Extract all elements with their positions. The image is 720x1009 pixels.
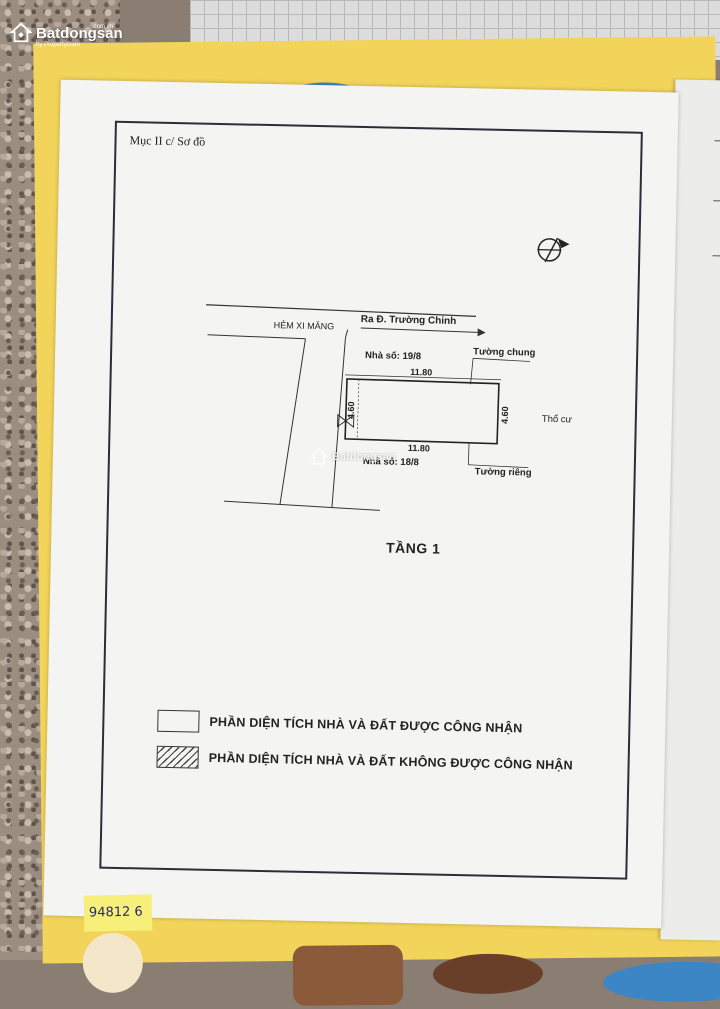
neighbor-label: Thổ cư xyxy=(542,414,573,426)
floor-title: TẦNG 1 xyxy=(385,539,441,557)
cartoon-decoration xyxy=(432,953,544,995)
legend-swatch-hatched xyxy=(156,745,199,769)
dimension-left: 4.60 xyxy=(346,401,357,419)
cartoon-decoration xyxy=(602,961,720,1003)
dimension-bottom: 11.80 xyxy=(408,443,430,454)
private-wall-label: Tường riêng xyxy=(475,466,532,478)
sticker-note: 94812 6 xyxy=(83,894,153,932)
dimension-top: 11.80 xyxy=(410,367,432,378)
watermark-center: Batdongsan xyxy=(310,448,396,466)
cartoon-decoration xyxy=(292,944,404,1006)
private-wall-leader xyxy=(467,442,470,465)
street-label: Ra Đ. Trường Chinh xyxy=(361,314,457,327)
legend-recognized-text: PHẦN DIỆN TÍCH NHÀ VÀ ĐẤT ĐƯỢC CÔNG NHẬN xyxy=(209,714,523,736)
street-arrow-head xyxy=(477,328,486,337)
page-rule xyxy=(712,255,720,257)
house-logo-icon xyxy=(310,448,328,465)
watermark-domain: .com.vn xyxy=(92,24,114,30)
alley-edge xyxy=(279,338,306,505)
sticker-text: 94812 6 xyxy=(88,904,143,921)
page-rule xyxy=(714,140,720,142)
watermark-logo: Batdongsan xyxy=(10,22,123,44)
certificate-page: Mục II c/ Sơ đồ Ra Đ. Trường Chinh HẺM X… xyxy=(43,79,679,929)
alley-edge xyxy=(207,334,306,340)
cartoon-decoration xyxy=(82,932,144,994)
shared-wall-leader xyxy=(470,358,474,385)
legend-swatch-plain xyxy=(157,709,200,733)
street-arrow xyxy=(360,327,478,333)
shared-wall-leader xyxy=(473,357,531,362)
north-arrow-icon xyxy=(537,237,570,263)
alley-bottom-edge xyxy=(224,500,380,511)
dimension-right: 4.60 xyxy=(500,406,511,424)
legend-not-recognized-text: PHẦN DIỆN TÍCH NHÀ VÀ ĐẤT KHÔNG ĐƯỢC CÔN… xyxy=(208,750,573,773)
house-logo-icon xyxy=(10,22,32,43)
private-wall-leader xyxy=(468,464,529,469)
site-plan: Ra Đ. Trường Chinh HẺM XI MĂNG Nhà số: 1… xyxy=(206,237,573,511)
watermark-brand: Batdongsan xyxy=(36,24,123,42)
alley-label: HẺM XI MĂNG xyxy=(274,319,335,331)
watermark-brand: Batdongsan xyxy=(332,451,396,463)
alley-edge xyxy=(344,329,349,338)
watermark-tagline: by PropertyGuru xyxy=(36,42,81,48)
house-north-label: Nhà số: 19/8 xyxy=(365,350,421,362)
shared-wall-label: Tường chung xyxy=(473,346,536,358)
alley-edge xyxy=(331,337,346,508)
entrance-icon xyxy=(337,413,355,429)
dimension-line xyxy=(345,374,502,381)
page-rule xyxy=(713,200,720,202)
street-line xyxy=(206,304,476,317)
house-south-label: Nhà số: 18/8 xyxy=(363,456,419,468)
lot-outline xyxy=(344,378,500,445)
